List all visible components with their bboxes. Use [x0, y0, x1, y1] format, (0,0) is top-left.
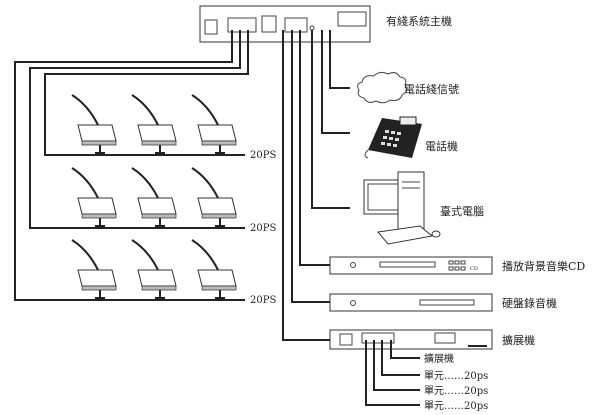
expander-output-4: 單元……20ps: [424, 400, 488, 412]
cd-player-label: 播放背景音樂CD: [502, 259, 585, 273]
microphone-unit-icon: [191, 94, 237, 155]
expander-label: 擴展機: [502, 333, 535, 347]
microphone-unit-icon: [71, 167, 117, 228]
expander-output-3: 單元……20ps: [424, 385, 488, 397]
cd-panel-text: CD: [470, 266, 478, 272]
expander-unit: [329, 329, 493, 350]
phone-line-cloud-icon: [357, 71, 407, 104]
cd-player: CD: [329, 256, 493, 275]
microphone-unit-icon: [71, 239, 117, 300]
main-unit: [199, 5, 371, 43]
phone-line-label: 電話綫信號: [404, 82, 459, 96]
telephone-label: 電話機: [425, 139, 458, 153]
main-unit-label: 有綫系統主機: [386, 14, 452, 28]
microphone-unit-icon: [191, 167, 237, 228]
mic-row-3-count: 20PS: [250, 295, 276, 306]
computer-label: 臺式電腦: [440, 204, 484, 218]
expander-output-2: 單元……20ps: [424, 370, 488, 382]
microphone-unit-icon: [131, 94, 177, 155]
telephone-icon: [364, 116, 422, 159]
hdd-recorder-label: 硬盤錄音機: [502, 296, 557, 310]
microphone-unit-icon: [71, 94, 117, 155]
hdd-recorder: [329, 293, 493, 312]
desktop-computer-icon: [363, 171, 441, 245]
microphone-unit-icon: [131, 239, 177, 300]
expander-output-1: 擴展機: [424, 352, 454, 365]
mic-row-2-count: 20PS: [250, 223, 276, 234]
mic-row-1-count: 20PS: [250, 150, 276, 161]
microphone-unit-icon: [131, 167, 177, 228]
microphone-grid: [71, 94, 237, 300]
microphone-unit-icon: [191, 239, 237, 300]
